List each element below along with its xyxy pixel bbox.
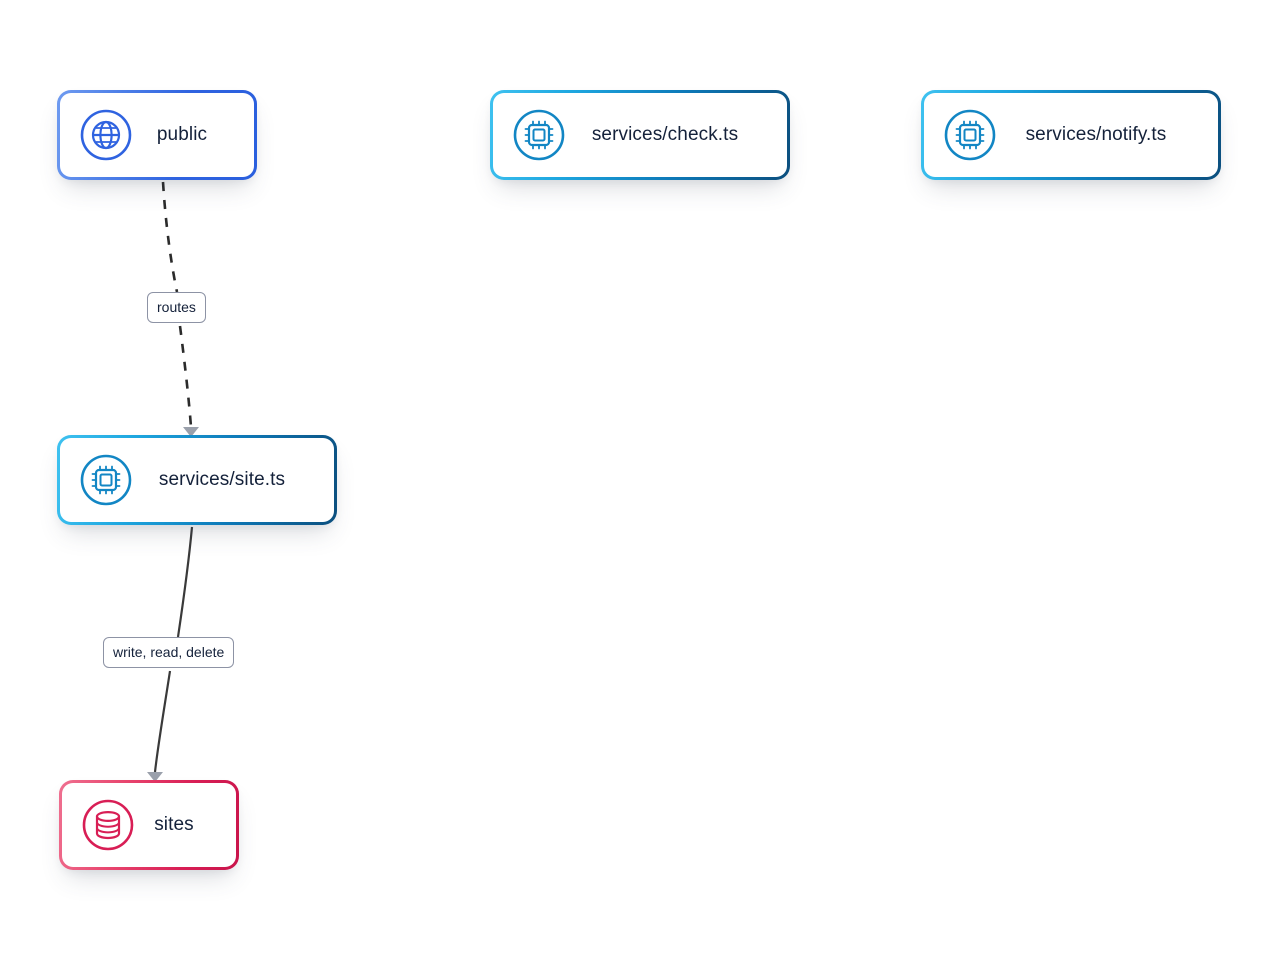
node-services-check-ts-label: services/check.ts bbox=[591, 124, 739, 145]
edge-label-routes[interactable]: routes bbox=[147, 292, 206, 323]
node-public-body: public bbox=[60, 93, 254, 177]
edge-site-to-sites-lower-path bbox=[153, 670, 172, 773]
node-services-notify-ts-body: services/notify.ts bbox=[924, 93, 1218, 177]
node-services-notify-ts-label: services/notify.ts bbox=[1025, 124, 1167, 145]
node-sites[interactable]: sites bbox=[59, 780, 239, 870]
node-services-site-ts-label: services/site.ts bbox=[158, 469, 286, 490]
node-public[interactable]: public bbox=[57, 90, 257, 180]
node-services-check-ts-body: services/check.ts bbox=[493, 93, 787, 177]
chip-icon bbox=[78, 452, 134, 508]
node-sites-label: sites bbox=[154, 814, 194, 835]
node-public-label: public bbox=[156, 124, 208, 145]
edge-public-to-site-lower-path bbox=[178, 325, 193, 428]
database-icon bbox=[80, 797, 136, 853]
node-services-notify-ts[interactable]: services/notify.ts bbox=[921, 90, 1221, 180]
edge-label-write-read-delete[interactable]: write, read, delete bbox=[103, 637, 235, 668]
node-services-site-ts-body: services/site.ts bbox=[60, 438, 334, 522]
node-services-site-ts[interactable]: services/site.ts bbox=[57, 435, 337, 525]
chip-icon bbox=[942, 107, 998, 163]
edge-public-to-site-upper-path bbox=[161, 181, 179, 293]
node-services-check-ts[interactable]: services/check.ts bbox=[490, 90, 790, 180]
chip-icon bbox=[511, 107, 567, 163]
globe-icon bbox=[78, 107, 134, 163]
node-sites-body: sites bbox=[62, 783, 236, 867]
edge-site-to-sites-upper-path bbox=[176, 526, 194, 638]
